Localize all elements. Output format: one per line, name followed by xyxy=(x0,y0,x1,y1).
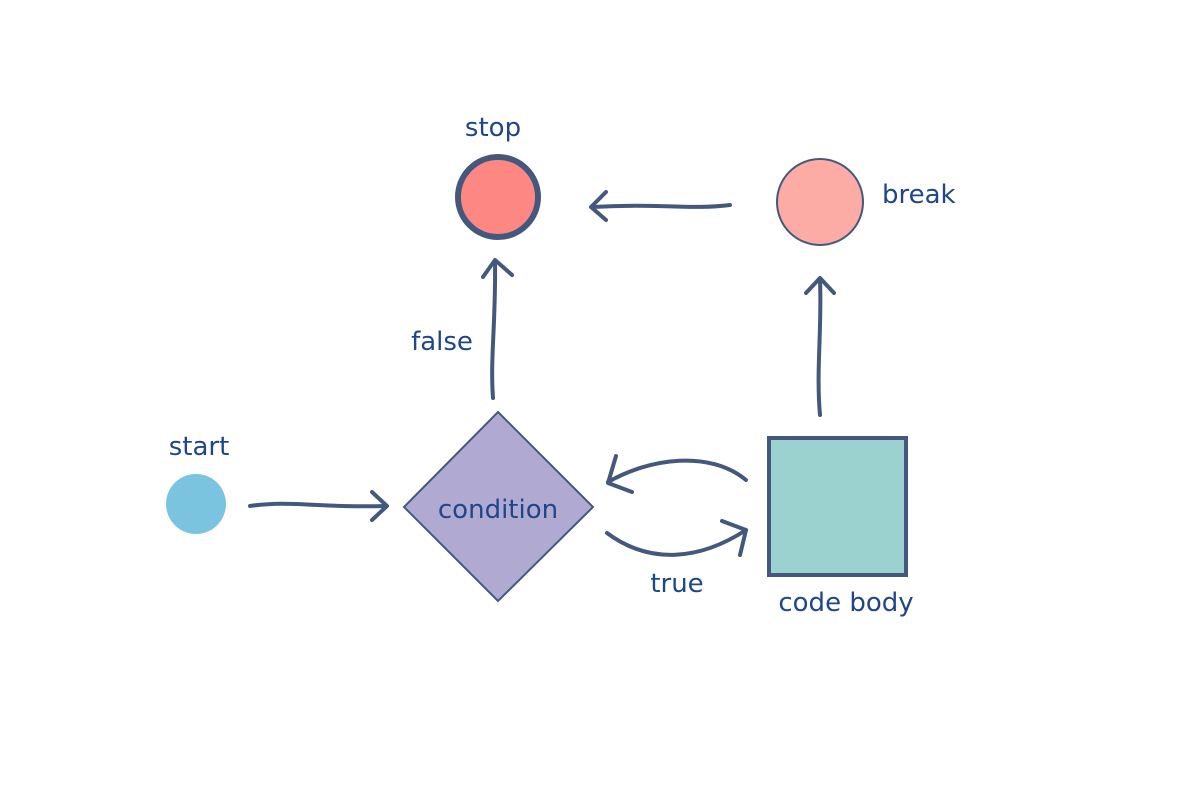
condition-node[interactable] xyxy=(402,410,595,603)
false-label: false xyxy=(411,327,473,357)
condition-label: condition xyxy=(438,495,558,525)
edge-condition-stop xyxy=(481,258,514,400)
code-body-node[interactable] xyxy=(767,436,908,577)
edge-start-condition xyxy=(248,490,389,522)
edge-code-body-break xyxy=(804,276,836,417)
edge-code-body-condition xyxy=(606,454,748,494)
code-body-label: code body xyxy=(778,588,913,618)
true-label: true xyxy=(650,569,703,599)
edge-break-stop xyxy=(589,190,732,222)
stop-node[interactable] xyxy=(455,154,541,240)
break-label: break xyxy=(882,180,956,210)
break-node[interactable] xyxy=(776,158,864,246)
edge-condition-code-body xyxy=(605,519,748,557)
stop-label: stop xyxy=(465,113,521,143)
start-node[interactable] xyxy=(166,474,226,534)
start-label: start xyxy=(169,432,230,462)
